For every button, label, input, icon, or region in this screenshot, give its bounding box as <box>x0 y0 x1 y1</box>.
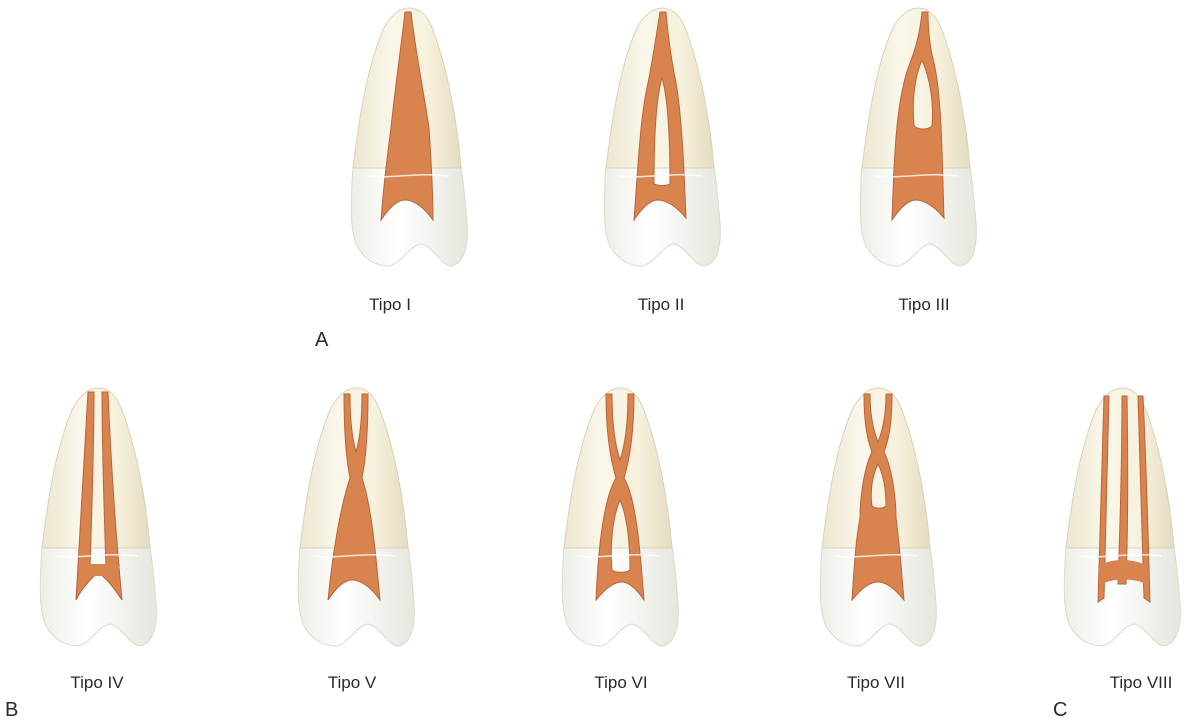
tooth-tipo-iv <box>40 388 156 646</box>
tooth-tipo-vii <box>820 388 936 646</box>
caption-tipo-i: Tipo I <box>369 295 411 314</box>
tooth-tipo-iii <box>860 8 976 266</box>
tooth-tipo-ii <box>604 8 720 266</box>
tooth-tipo-viii <box>1064 388 1180 646</box>
caption-tipo-v: Tipo V <box>328 673 377 692</box>
tooth-tipo-v <box>298 388 414 646</box>
tooth-tipo-i <box>351 8 467 266</box>
tooth-tipo-vi <box>562 388 678 646</box>
caption-tipo-vii: Tipo VII <box>847 673 905 692</box>
caption-tipo-iii: Tipo III <box>898 295 949 314</box>
caption-tipo-vi: Tipo VI <box>594 673 647 692</box>
panel-label-b: B <box>5 699 18 721</box>
panel-label-c: C <box>1053 699 1067 721</box>
panel-label-a: A <box>315 329 329 351</box>
caption-tipo-viii: Tipo VIII <box>1110 673 1173 692</box>
caption-tipo-iv: Tipo IV <box>70 673 124 692</box>
caption-tipo-ii: Tipo II <box>638 295 685 314</box>
